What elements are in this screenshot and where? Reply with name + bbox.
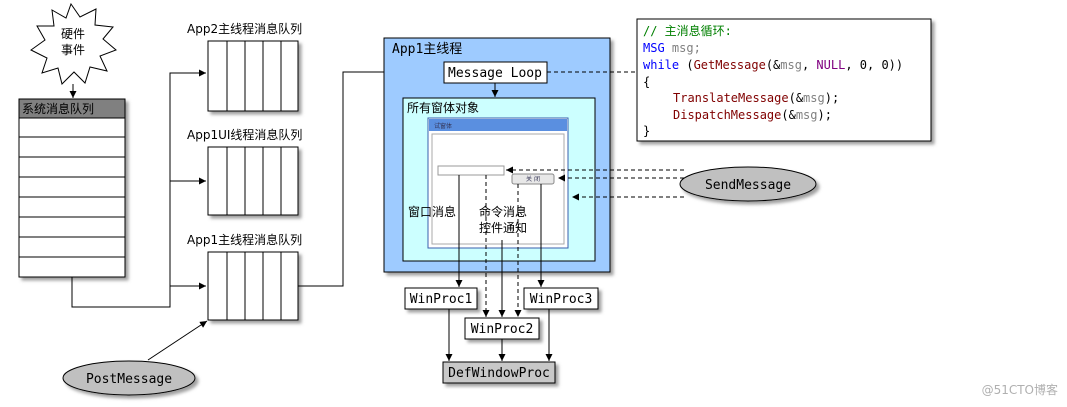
app2-queue-title: App2主线程消息队列 <box>187 21 302 36</box>
system-queue-header <box>18 98 126 119</box>
winproc1-box <box>404 287 478 310</box>
app1ui-queue: App1UI线程消息队列 <box>187 127 302 216</box>
mini-form-client <box>431 133 565 245</box>
all-windows-title: 所有窗体对象 <box>407 101 479 115</box>
mini-form-close-label: 关 闭 <box>526 175 540 183</box>
command-message-label: 命令消息 <box>479 204 527 219</box>
app1-queue-box <box>207 251 299 321</box>
defwindowproc-label: DefWindowProc <box>448 366 550 381</box>
app1-queue-title: App1主线程消息队列 <box>187 232 302 247</box>
post-message-ellipse <box>62 360 196 396</box>
code-line-4: { <box>643 75 650 89</box>
winproc3: WinProc3 <box>523 287 599 310</box>
winproc1: WinProc1 <box>404 287 478 310</box>
winproc2-label: WinProc2 <box>471 322 534 337</box>
code-line-6: DispatchMessage(&msg); <box>673 108 832 122</box>
mini-form-title: 试窗体 <box>434 122 452 130</box>
hardware-event: 硬件 事件 <box>30 2 117 85</box>
winproc2: WinProc2 <box>464 317 540 340</box>
code-line-7: } <box>643 124 650 138</box>
defproc-flows <box>445 309 553 361</box>
code-panel: // 主消息循环: MSG msg; while (GetMessage(&ms… <box>636 18 932 142</box>
hardware-event-line2: 事件 <box>61 43 85 57</box>
app1ui-queue-box <box>207 146 299 216</box>
winproc-flows <box>455 175 545 317</box>
winproc1-label: WinProc1 <box>410 292 473 307</box>
defwindowproc-box <box>442 361 556 384</box>
send-message: SendMessage <box>506 166 817 202</box>
code-line-comment: // 主消息循环: <box>643 23 732 38</box>
winproc3-label: WinProc3 <box>530 292 593 307</box>
code-panel-box <box>636 18 932 142</box>
hardware-event-line1: 硬件 <box>61 27 85 41</box>
app1-main-thread-title: App1主线程 <box>392 42 462 57</box>
post-message-label: PostMessage <box>86 372 172 387</box>
system-queue-title: 系统消息队列 <box>22 101 94 116</box>
control-notify-label: 控件通知 <box>479 221 527 235</box>
app2-queue: App2主线程消息队列 <box>187 21 302 112</box>
arrow-to-app2-queue <box>71 69 206 308</box>
winproc3-box <box>523 287 599 310</box>
app1-main-thread: App1主线程 Message Loop 所有窗体对象 试窗体 关 闭 窗口消息… <box>383 37 611 273</box>
mini-form-textbox <box>437 165 505 176</box>
app1-queue: App1主线程消息队列 <box>187 232 302 321</box>
system-queue-box <box>18 98 126 278</box>
message-loop-label: Message Loop <box>448 66 542 81</box>
send-message-ellipse <box>679 166 817 202</box>
defwindowproc: DefWindowProc <box>442 361 556 384</box>
code-line-5: TranslateMessage(&msg); <box>673 91 839 105</box>
arrow-post-to-app1-queue <box>147 320 208 361</box>
app2-queue-box <box>207 40 299 112</box>
watermark: @51CTO博客 <box>982 382 1058 397</box>
window-message-label: 窗口消息 <box>408 204 456 219</box>
system-queue: 系统消息队列 <box>18 98 126 278</box>
post-message: PostMessage <box>62 320 208 396</box>
mini-form-titlebar <box>429 119 567 131</box>
send-message-label: SendMessage <box>705 178 791 193</box>
app1ui-queue-title: App1UI线程消息队列 <box>187 127 302 142</box>
hardware-event-burst <box>30 2 117 85</box>
code-line-2: MSG msg; <box>643 41 701 55</box>
code-line-3: while (GetMessage(&msg, NULL, 0, 0)) <box>643 58 903 72</box>
mini-form-close-button <box>511 173 555 185</box>
